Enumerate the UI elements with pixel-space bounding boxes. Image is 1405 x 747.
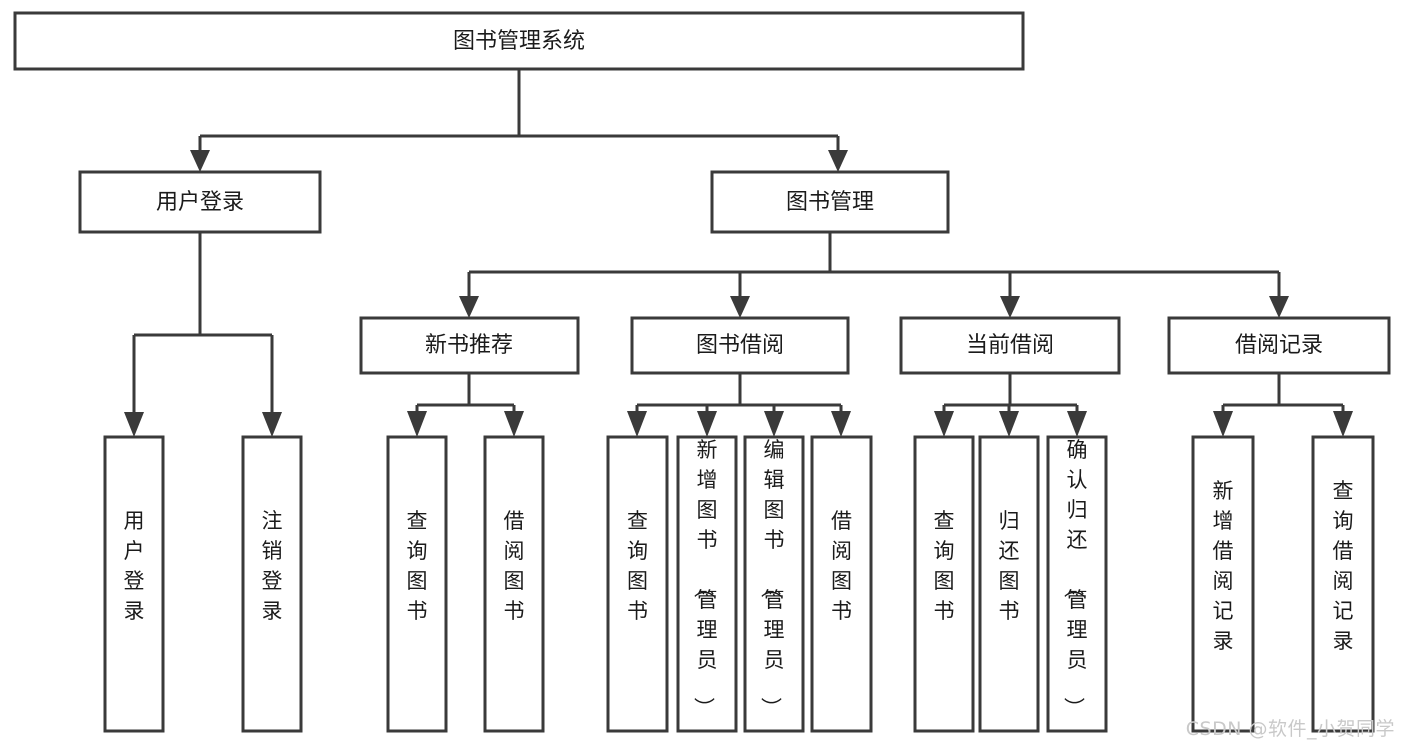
arrowhead-leaf-query-book-2 — [627, 411, 647, 437]
node-current-borrow-box[interactable] — [899, 316, 1121, 375]
node-book-borrow-label: 图书借阅 — [696, 333, 784, 358]
leaf-node-box[interactable] — [103, 435, 165, 733]
leaf-node[interactable]: 借阅图书 — [810, 435, 873, 733]
node-book-borrow[interactable]: 图书借阅 — [630, 316, 850, 375]
node-book-management[interactable]: 图书管理 — [710, 170, 950, 234]
node-root-box[interactable] — [13, 11, 1025, 71]
connector-book-management-bus — [467, 232, 1281, 298]
node-new-book-recommend-box[interactable] — [359, 316, 580, 375]
leaf-node-label: 归还图书 — [999, 509, 1020, 623]
leaf-node-box[interactable] — [676, 435, 738, 733]
arrowhead-borrow-record — [1269, 296, 1289, 318]
leaf-node[interactable]: 新增图书（管理员） — [676, 435, 738, 733]
leaf-node[interactable]: 查询图书 — [606, 435, 669, 733]
arrowhead-new-book-recommend — [459, 296, 479, 318]
node-root[interactable]: 图书管理系统 — [13, 11, 1025, 71]
leaf-node-label: 查询图书 — [407, 509, 428, 623]
node-borrow-record-box[interactable] — [1167, 316, 1391, 375]
node-user-login[interactable]: 用户登录 — [78, 170, 322, 234]
leaf-node[interactable]: 用户登录 — [103, 435, 165, 733]
leaf-node-box[interactable] — [1046, 435, 1108, 733]
leaf-node-label: 新增图书（管理员） — [692, 438, 718, 718]
node-new-book-recommend-label: 新书推荐 — [425, 333, 513, 358]
leaf-node[interactable]: 编辑图书（管理员） — [743, 435, 805, 733]
arrowhead-leaf-borrow-book-2 — [831, 411, 851, 437]
leaf-node[interactable]: 归还图书 — [978, 435, 1040, 733]
leaf-node-label: 查询借阅记录 — [1333, 479, 1354, 653]
leaf-node[interactable]: 查询图书 — [913, 435, 975, 733]
leaf-node[interactable]: 查询借阅记录 — [1311, 435, 1375, 733]
leaf-node[interactable]: 查询图书 — [386, 435, 448, 733]
arrowhead-book-borrow — [730, 296, 750, 318]
leaf-node-box[interactable] — [483, 435, 545, 733]
leaf-node-label: 注销登录 — [262, 509, 283, 623]
leaf-node-box[interactable] — [386, 435, 448, 733]
connector-layer — [124, 69, 1353, 437]
node-borrow-record-label: 借阅记录 — [1235, 333, 1323, 358]
leaf-node-label: 编辑图书（管理员） — [759, 438, 785, 718]
arrowhead-leaf-add-borrow-record — [1213, 411, 1233, 437]
arrowhead-leaf-return-book — [999, 411, 1019, 437]
csdn-watermark: CSDN @软件_小贺同学 — [1185, 718, 1395, 740]
arrowhead-leaf-query-book-3 — [934, 411, 954, 437]
node-new-book-recommend[interactable]: 新书推荐 — [359, 316, 580, 375]
leaf-node-label: 用户登录 — [124, 509, 145, 623]
leaf-layer: 用户登录 注销登录 查询图书 借阅图书 查询图书 新增图书（管理员） 编辑图书（管理员） 借阅… — [103, 435, 1375, 733]
arrowhead-leaf-query-borrow-record — [1333, 411, 1353, 437]
leaf-node-box[interactable] — [978, 435, 1040, 733]
arrowhead-leaf-user-logout — [262, 412, 282, 437]
leaf-node[interactable]: 借阅图书 — [483, 435, 545, 733]
arrowhead-leaf-user-login — [124, 412, 144, 437]
node-user-login-label: 用户登录 — [156, 190, 244, 215]
arrowhead-leaf-add-book-admin — [697, 411, 717, 437]
leaf-node-box[interactable] — [1311, 435, 1375, 733]
leaf-node-box[interactable] — [606, 435, 669, 733]
connector-new-book-recommend-bus — [415, 373, 516, 415]
leaf-node-label: 借阅图书 — [831, 509, 852, 623]
arrowhead-book-management — [828, 150, 848, 172]
arrowhead-leaf-query-book-1 — [407, 411, 427, 437]
connector-borrow-record-bus — [1221, 373, 1345, 415]
leaf-node-label: 新增借阅记录 — [1213, 479, 1234, 653]
node-root-label: 图书管理系统 — [453, 29, 585, 54]
node-borrow-record[interactable]: 借阅记录 — [1167, 316, 1391, 375]
leaf-node-box[interactable] — [913, 435, 975, 733]
leaf-node[interactable]: 注销登录 — [241, 435, 303, 733]
node-current-borrow[interactable]: 当前借阅 — [899, 316, 1121, 375]
leaf-node-label: 确认归还（管理员） — [1062, 438, 1088, 718]
node-book-borrow-box[interactable] — [630, 316, 850, 375]
leaf-node-label: 查询图书 — [934, 509, 955, 623]
arrowhead-current-borrow — [1000, 296, 1020, 318]
arrowhead-user-login — [190, 150, 210, 172]
connector-current-borrow-bus — [942, 373, 1079, 415]
leaf-node-box[interactable] — [1191, 435, 1255, 733]
arrowhead-leaf-borrow-book-1 — [504, 411, 524, 437]
leaf-node-label: 查询图书 — [627, 509, 648, 623]
connector-book-borrow-bus — [635, 373, 843, 415]
leaf-node-box[interactable] — [241, 435, 303, 733]
connector-root-bus — [198, 69, 840, 152]
leaf-node[interactable]: 确认归还（管理员） — [1046, 435, 1108, 733]
node-book-management-label: 图书管理 — [786, 190, 874, 215]
node-current-borrow-label: 当前借阅 — [966, 333, 1054, 358]
leaf-node[interactable]: 新增借阅记录 — [1191, 435, 1255, 733]
connector-user-login-bus — [132, 232, 274, 415]
leaf-node-box[interactable] — [743, 435, 805, 733]
arrowhead-leaf-edit-book-admin — [764, 411, 784, 437]
leaf-node-label: 借阅图书 — [504, 509, 525, 623]
node-book-management-box[interactable] — [710, 170, 950, 234]
leaf-node-box[interactable] — [810, 435, 873, 733]
node-user-login-box[interactable] — [78, 170, 322, 234]
arrowhead-leaf-confirm-return — [1067, 411, 1087, 437]
